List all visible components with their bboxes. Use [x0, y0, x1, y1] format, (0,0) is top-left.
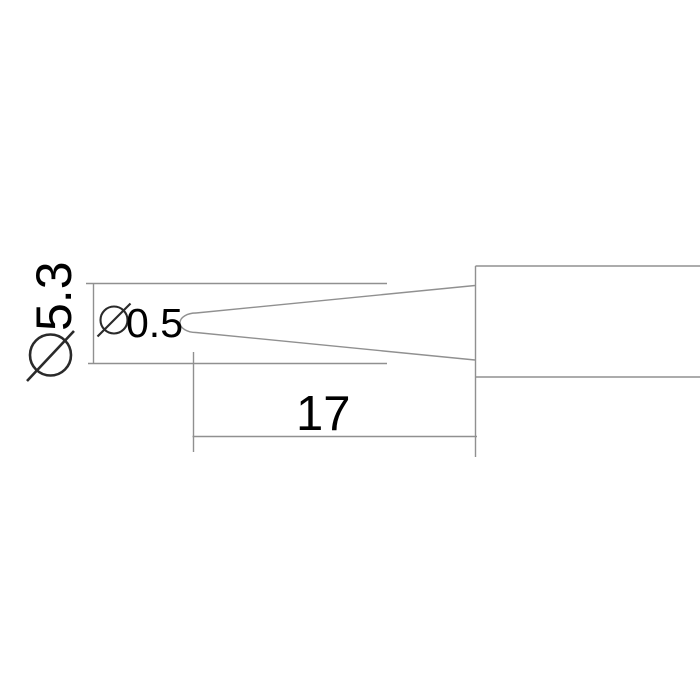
tip-cone-lower-edge: [195, 331, 476, 361]
diameter-circle: [99, 305, 129, 335]
diameter-symbol-icon: [26, 330, 75, 382]
taper-length-value: 17: [296, 387, 351, 441]
shank-diameter-value: 5.3: [26, 261, 82, 331]
dimension-lines: [86, 282, 477, 457]
diameter-circle: [28, 333, 73, 377]
diameter-slash: [96, 302, 132, 338]
tip-diameter-value: 0.5: [126, 300, 183, 346]
tip-outline: [179, 265, 700, 378]
tip-cone-rounded-cap: [179, 312, 197, 334]
diameter-symbol-icon: [96, 302, 132, 338]
diameter-slash: [26, 330, 75, 382]
tip-cone-upper-edge: [195, 284, 476, 314]
